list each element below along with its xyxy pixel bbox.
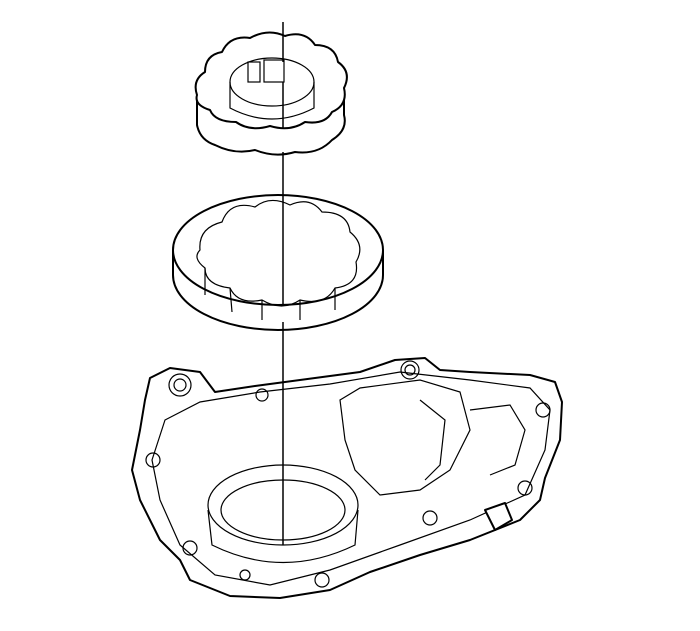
inner-rotor [194,31,348,156]
oil-pump-housing [131,357,563,599]
bolt-holes [145,360,551,588]
outer-rotor [172,194,384,331]
